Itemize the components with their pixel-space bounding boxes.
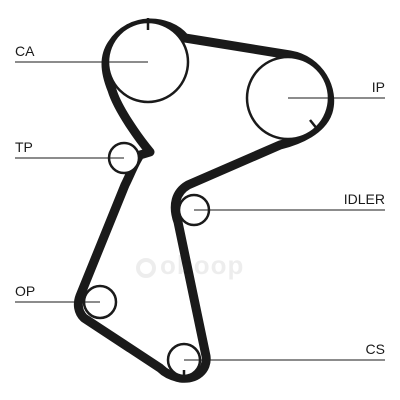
- watermark: oboop: [136, 250, 244, 281]
- label-idler: IDLER: [343, 191, 385, 207]
- label-cs: CS: [365, 341, 385, 357]
- label-ip: IP: [371, 79, 385, 95]
- label-tp: TP: [15, 139, 33, 155]
- label-op: OP: [15, 283, 36, 299]
- watermark-logo-icon: [136, 258, 156, 278]
- watermark-text: oboop: [160, 250, 245, 280]
- ip-timing-mark: [309, 119, 319, 131]
- label-ca: CA: [15, 43, 35, 59]
